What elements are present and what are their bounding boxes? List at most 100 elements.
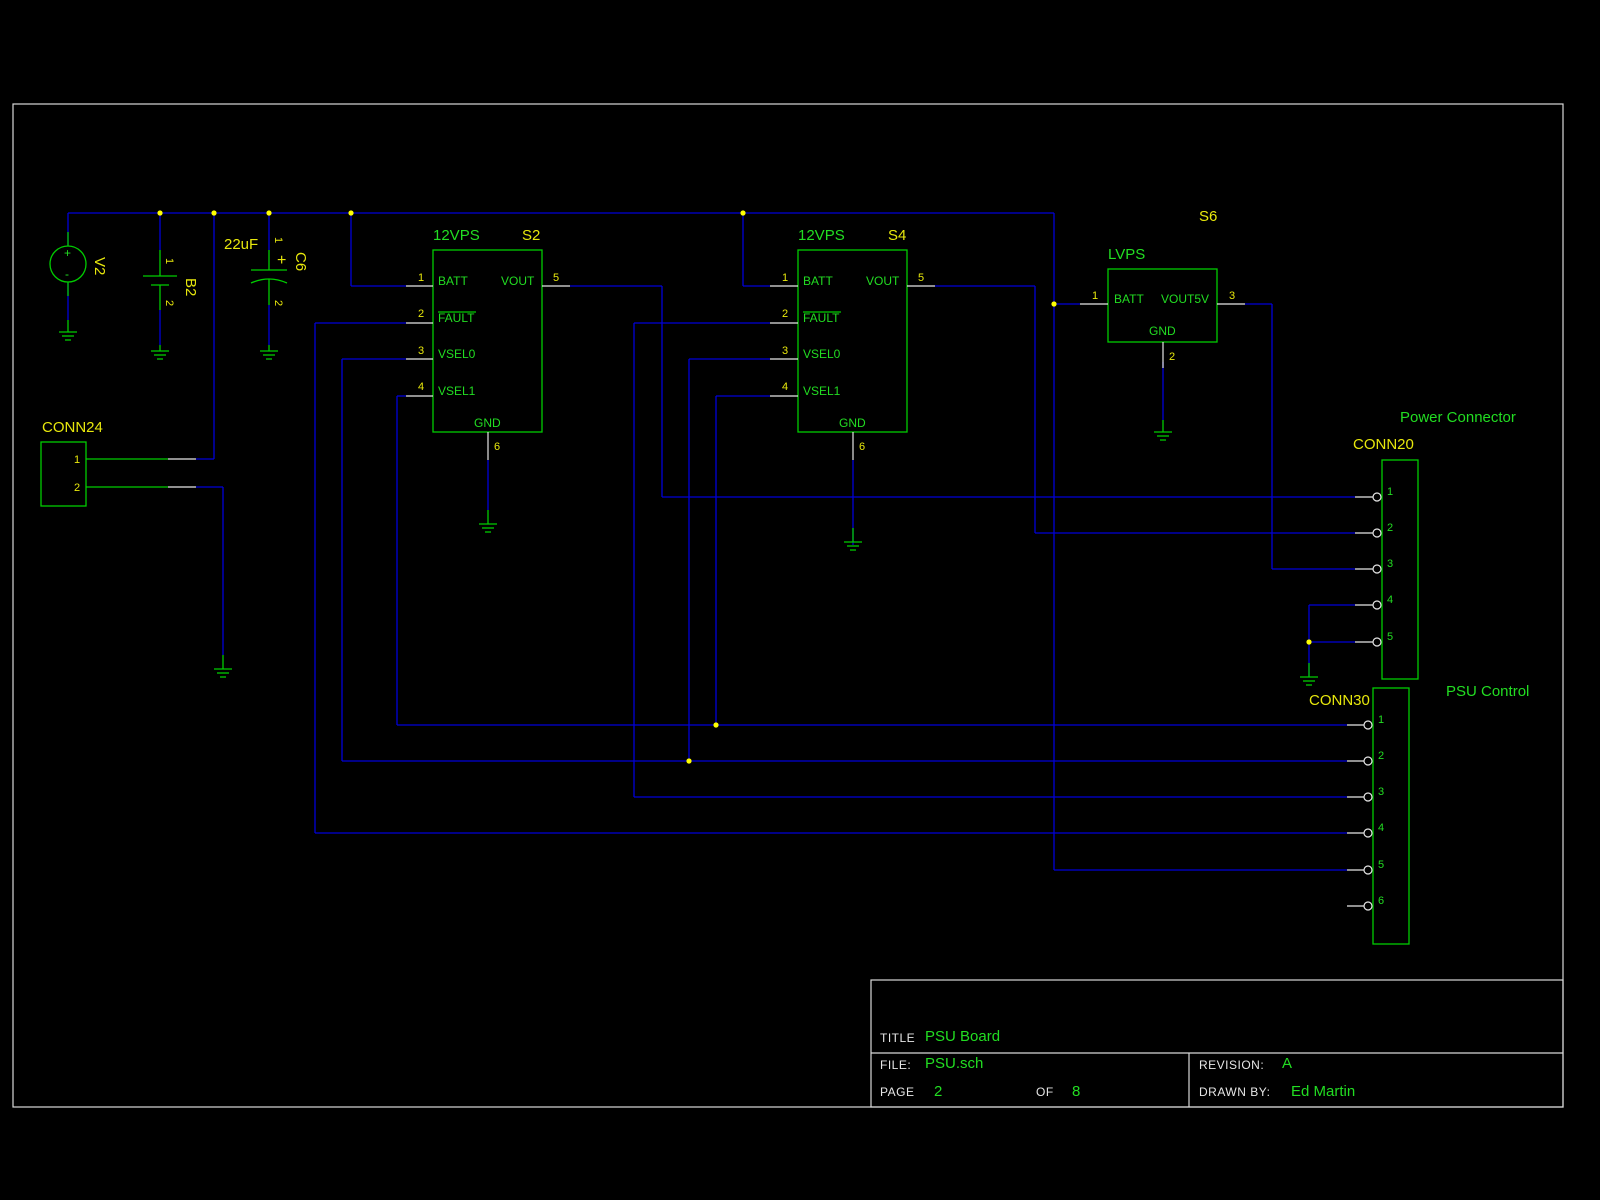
battery-b2[interactable]: 1 2 B2 [143,250,199,310]
conn30-description: PSU Control [1446,683,1529,700]
voltage-source-v2[interactable]: + - V2 [49,232,108,296]
conn24-body [40,441,87,507]
b2-ref: B2 [182,278,199,296]
s4-num-vsel0: 3 [782,345,788,357]
s6-num-gnd: 2 [1169,351,1175,363]
of-label: OF [1036,1085,1054,1099]
s4-pin-vsel0: VSEL0 [803,347,841,361]
ground-icon [59,320,77,341]
battery-icon [143,250,177,310]
file-label: FILE: [880,1058,911,1072]
connector-conn30[interactable]: PSU Control CONN30 1 2 3 4 5 6 [1309,683,1529,945]
conn30-pin1: 1 [1378,714,1384,726]
title-block: TITLE PSU Board FILE: PSU.sch PAGE 2 OF … [870,979,1564,1108]
title-value: PSU Board [925,1028,1000,1045]
ground-icon [151,345,169,360]
junction-dot-icon [266,210,272,216]
s2-pin-batt: BATT [438,274,468,288]
b2-pin1: 1 [163,258,175,264]
conn20-pin2: 2 [1387,522,1393,534]
conn30-pins [1347,720,1373,911]
title-block-frame [870,979,1564,1108]
c6-pin1: 1 [272,237,284,243]
connector-conn20[interactable]: Power Connector CONN20 1 2 3 4 5 [1353,409,1516,680]
ground-icon [214,655,232,678]
module-s2[interactable]: 12VPS S2 BATT FAULT VSEL0 VSEL1 VOUT GND… [406,227,570,460]
s4-num-vsel1: 4 [782,381,788,393]
s2-type: 12VPS [433,227,480,244]
conn30-pin5: 5 [1378,859,1384,871]
revision-value: A [1282,1055,1292,1072]
s4-num-vout: 5 [918,272,924,284]
sheet-border [12,103,1564,1108]
s6-num-vout: 3 [1229,290,1235,302]
conn24-pin1: 1 [74,454,80,466]
c6-value: 22uF [224,236,258,253]
page-value: 2 [934,1083,942,1100]
s4-num-fault: 2 [782,308,788,320]
ground-icon [1154,420,1172,441]
wires [67,212,1355,871]
b2-pin2: 2 [163,300,175,306]
v2-plus: + [64,246,71,260]
conn20-pin5: 5 [1387,631,1393,643]
s2-num-vout: 5 [553,272,559,284]
s2-num-fault: 2 [418,308,424,320]
conn20-ref: CONN20 [1353,436,1414,453]
s4-pin-vout: VOUT [866,274,900,288]
junction-dot-icon [713,722,719,728]
s4-pin-batt: BATT [803,274,833,288]
s2-pin-vsel1: VSEL1 [438,384,476,398]
conn30-pin6: 6 [1378,895,1384,907]
conn20-pin3: 3 [1387,558,1393,570]
junctions [157,210,1312,764]
of-value: 8 [1072,1083,1080,1100]
conn20-pin4: 4 [1387,594,1393,606]
s4-pin-gnd: GND [839,416,866,430]
s4-pin-fault: FAULT [803,311,840,325]
page-label: PAGE [880,1085,914,1099]
junction-dot-icon [1306,639,1312,645]
s6-pin-vout: VOUT5V [1161,292,1209,306]
s2-num-gnd: 6 [494,441,500,453]
ground-icon [260,345,278,360]
s4-num-gnd: 6 [859,441,865,453]
s2-pin-gnd: GND [474,416,501,430]
junction-dot-icon [686,758,692,764]
conn30-ref: CONN30 [1309,692,1370,709]
s2-pin-vout: VOUT [501,274,535,288]
module-s6[interactable]: LVPS S6 BATT VOUT5V GND 1 3 2 [1080,208,1245,368]
s2-num-vsel0: 3 [418,345,424,357]
s6-type: LVPS [1108,246,1145,263]
ground-icon [1300,663,1318,686]
conn20-description: Power Connector [1400,409,1516,426]
junction-dot-icon [211,210,217,216]
conn30-pin2: 2 [1378,750,1384,762]
ground-icon [479,510,497,533]
v2-ref: V2 [91,257,108,275]
conn30-pin4: 4 [1378,822,1384,834]
revision-label: REVISION: [1199,1058,1264,1072]
s6-pin-batt: BATT [1114,292,1144,306]
title-label: TITLE [880,1031,915,1045]
capacitor-c6[interactable]: + 1 2 C6 22uF [224,236,309,306]
s4-type: 12VPS [798,227,845,244]
ground-symbols [59,320,1318,686]
s6-pin-gnd: GND [1149,324,1176,338]
conn24-ref: CONN24 [42,419,103,436]
connector-conn24[interactable]: CONN24 1 2 [40,419,196,507]
polarized-capacitor-icon [250,250,288,305]
c6-pin2: 2 [272,300,284,306]
s4-pin-vsel1: VSEL1 [803,384,841,398]
junction-dot-icon [348,210,354,216]
conn20-body [1381,459,1419,680]
junction-dot-icon [740,210,746,216]
s2-num-batt: 1 [418,272,424,284]
s2-num-vsel1: 4 [418,381,424,393]
s6-num-batt: 1 [1092,290,1098,302]
conn20-pin1: 1 [1387,486,1393,498]
s2-pin-vsel0: VSEL0 [438,347,476,361]
module-s4[interactable]: 12VPS S4 BATT FAULT VSEL0 VSEL1 VOUT GND… [770,227,935,460]
drawn-by-value: Ed Martin [1291,1083,1355,1100]
